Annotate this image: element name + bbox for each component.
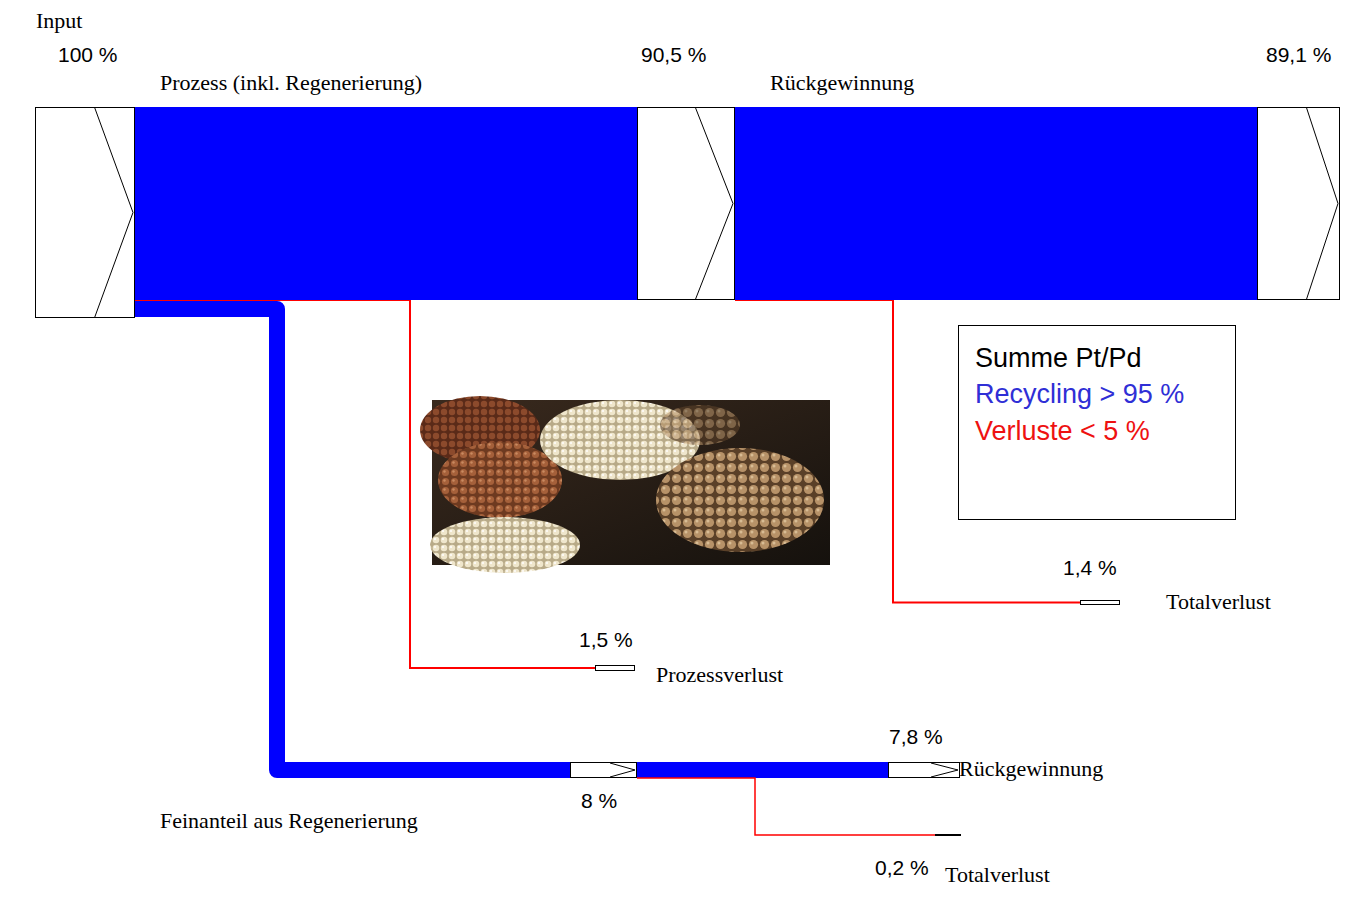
chevron-mark <box>36 108 134 317</box>
loss-end: 1,5 %Prozessverlust <box>595 665 635 671</box>
chevron-mark <box>571 763 636 777</box>
flow-label: Prozessverlust <box>656 662 783 687</box>
percent-value: 89,1 % <box>1266 43 1331 67</box>
summary-text: Summe Pt/Pd <box>975 340 1219 376</box>
recycling-flow <box>135 309 570 770</box>
recycling-flow <box>637 762 888 778</box>
flow-label: Totalverlust <box>1166 589 1271 614</box>
loss-flow <box>135 300 595 668</box>
output-box: 89,1 % <box>1257 107 1340 300</box>
flow-label: Rückgewinnung <box>770 70 914 95</box>
flow-label: Input <box>36 8 82 33</box>
chevron-mark <box>638 108 734 299</box>
summary-text: Verluste < 5 % <box>975 413 1219 449</box>
flow-node: 8 % <box>570 762 637 778</box>
percent-value: 8 % <box>581 789 617 813</box>
flow-node: 7,8 %Rückgewinnung <box>888 762 960 778</box>
summary-text: Recycling > 95 % <box>975 376 1219 412</box>
flow-band: Prozess (inkl. Regenerierung) <box>135 107 637 300</box>
loss-end: 0,2 %Totalverlust <box>935 834 961 836</box>
chevron-mark <box>1258 108 1339 299</box>
summary-box: Summe Pt/PdRecycling > 95 %Verluste < 5 … <box>958 325 1236 520</box>
loss-flow <box>637 778 935 835</box>
flow-caption: Feinanteil aus Regenerierung <box>160 808 418 834</box>
chevron-mark <box>889 763 959 777</box>
flow-label: Rückgewinnung <box>959 756 1103 781</box>
percent-value: 0,2 % <box>875 856 929 880</box>
percent-value: 90,5 % <box>641 43 706 67</box>
flow-label: Prozess (inkl. Regenerierung) <box>160 70 422 95</box>
percent-value: 1,5 % <box>579 628 633 652</box>
flow-band: Rückgewinnung <box>735 107 1257 300</box>
flow-label: 100 % <box>58 43 118 67</box>
percent-value: 7,8 % <box>889 725 943 749</box>
input-box: Input100 % <box>35 107 135 318</box>
flow-node: 90,5 % <box>637 107 735 300</box>
percent-value: 1,4 % <box>1063 556 1117 580</box>
flow-label: Totalverlust <box>945 862 1050 887</box>
loss-end: 1,4 %Totalverlust <box>1080 600 1120 605</box>
